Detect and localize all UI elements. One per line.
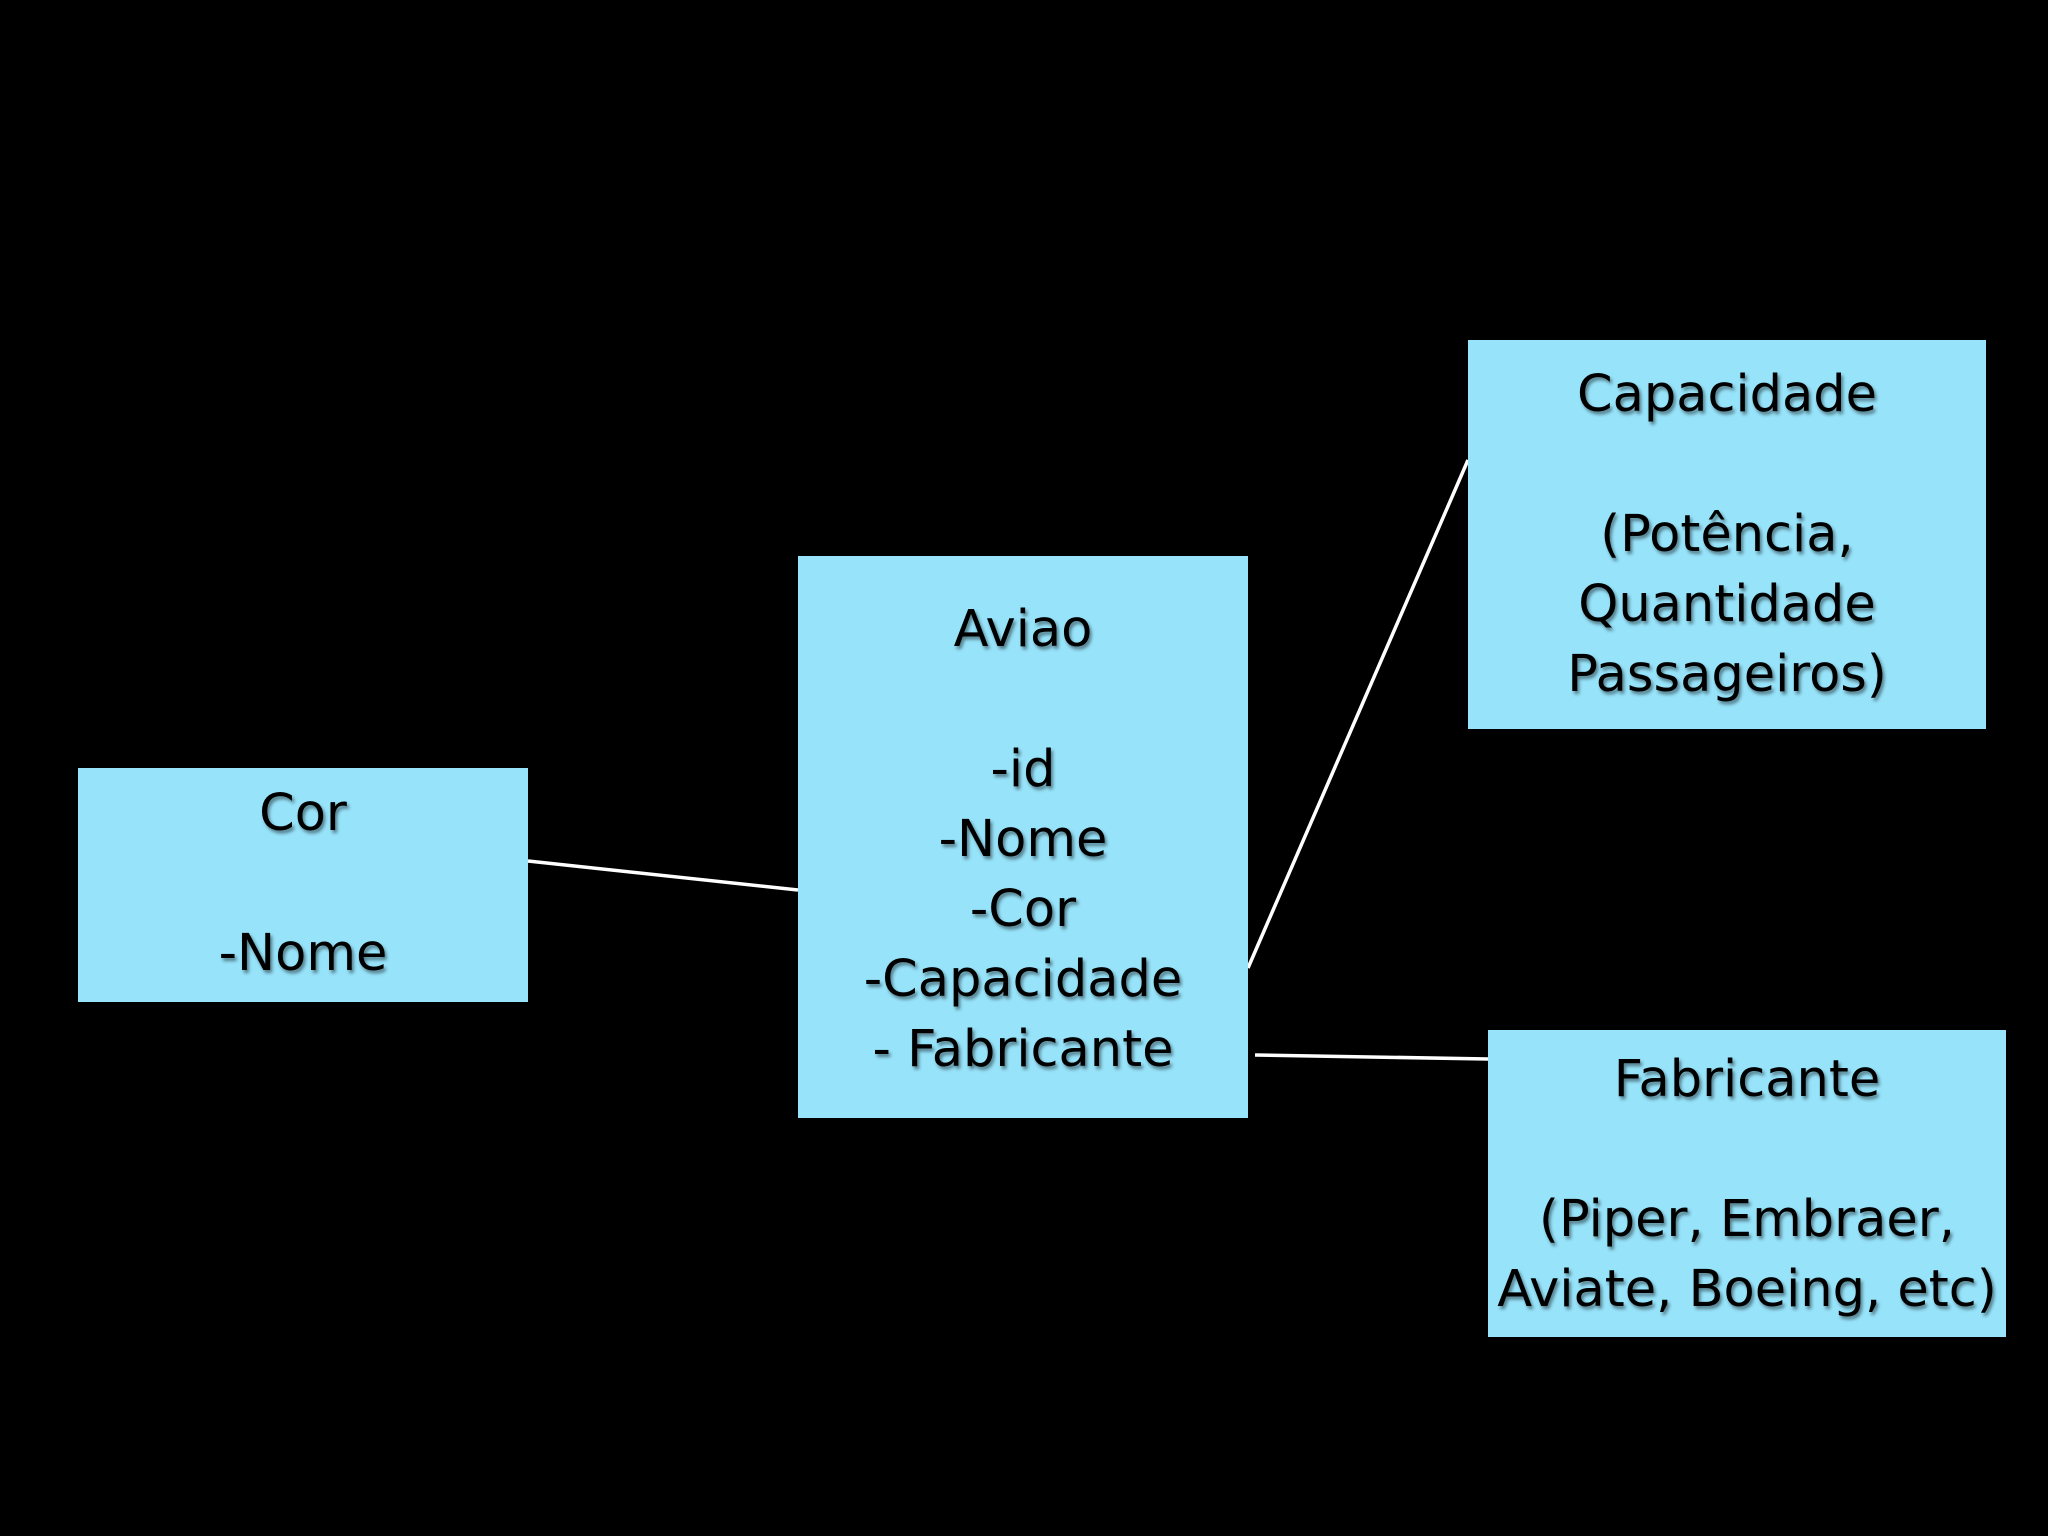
attribute-line: -Nome bbox=[938, 810, 1108, 869]
attribute-line: -Capacidade bbox=[863, 950, 1183, 1009]
entity-box-capacidade: Capacidade (Potência, Quantidade Passage… bbox=[1468, 340, 1986, 729]
attribute-line: Quantidade bbox=[1578, 575, 1876, 634]
connector-cor-aviao bbox=[527, 859, 799, 892]
attribute-line: (Piper, Embraer, bbox=[1539, 1190, 1955, 1249]
entity-box-fabricante: Fabricante (Piper, Embraer, Aviate, Boei… bbox=[1488, 1030, 2006, 1337]
attribute-line: -id bbox=[990, 740, 1056, 799]
connector-aviao-fabricante bbox=[1254, 1053, 1489, 1061]
attribute-line: - Fabricante bbox=[872, 1020, 1174, 1079]
entity-title-capacidade: Capacidade bbox=[1576, 365, 1878, 424]
entity-attributes-capacidade: (Potência, Quantidade Passageiros) bbox=[1567, 500, 1887, 710]
attribute-line: Passageiros) bbox=[1567, 645, 1887, 704]
entity-box-aviao: Aviao -id -Nome -Cor -Capacidade - Fabri… bbox=[798, 556, 1248, 1118]
entity-box-cor: Cor -Nome bbox=[78, 768, 528, 1002]
attribute-line: (Potência, bbox=[1600, 505, 1854, 564]
entity-attributes-aviao: -id -Nome -Cor -Capacidade - Fabricante bbox=[864, 735, 1182, 1085]
connector-aviao-capacidade bbox=[1246, 459, 1470, 969]
attribute-line: Aviate, Boeing, etc) bbox=[1497, 1260, 1997, 1319]
entity-attributes-fabricante: (Piper, Embraer, Aviate, Boeing, etc) bbox=[1497, 1185, 1996, 1325]
entity-attributes-cor: -Nome bbox=[219, 919, 388, 989]
entity-title-cor: Cor bbox=[259, 784, 347, 843]
entity-title-aviao: Aviao bbox=[953, 600, 1093, 659]
attribute-line: -Cor bbox=[969, 880, 1077, 939]
entity-title-fabricante: Fabricante bbox=[1613, 1050, 1881, 1109]
attribute-line: -Nome bbox=[218, 924, 388, 983]
